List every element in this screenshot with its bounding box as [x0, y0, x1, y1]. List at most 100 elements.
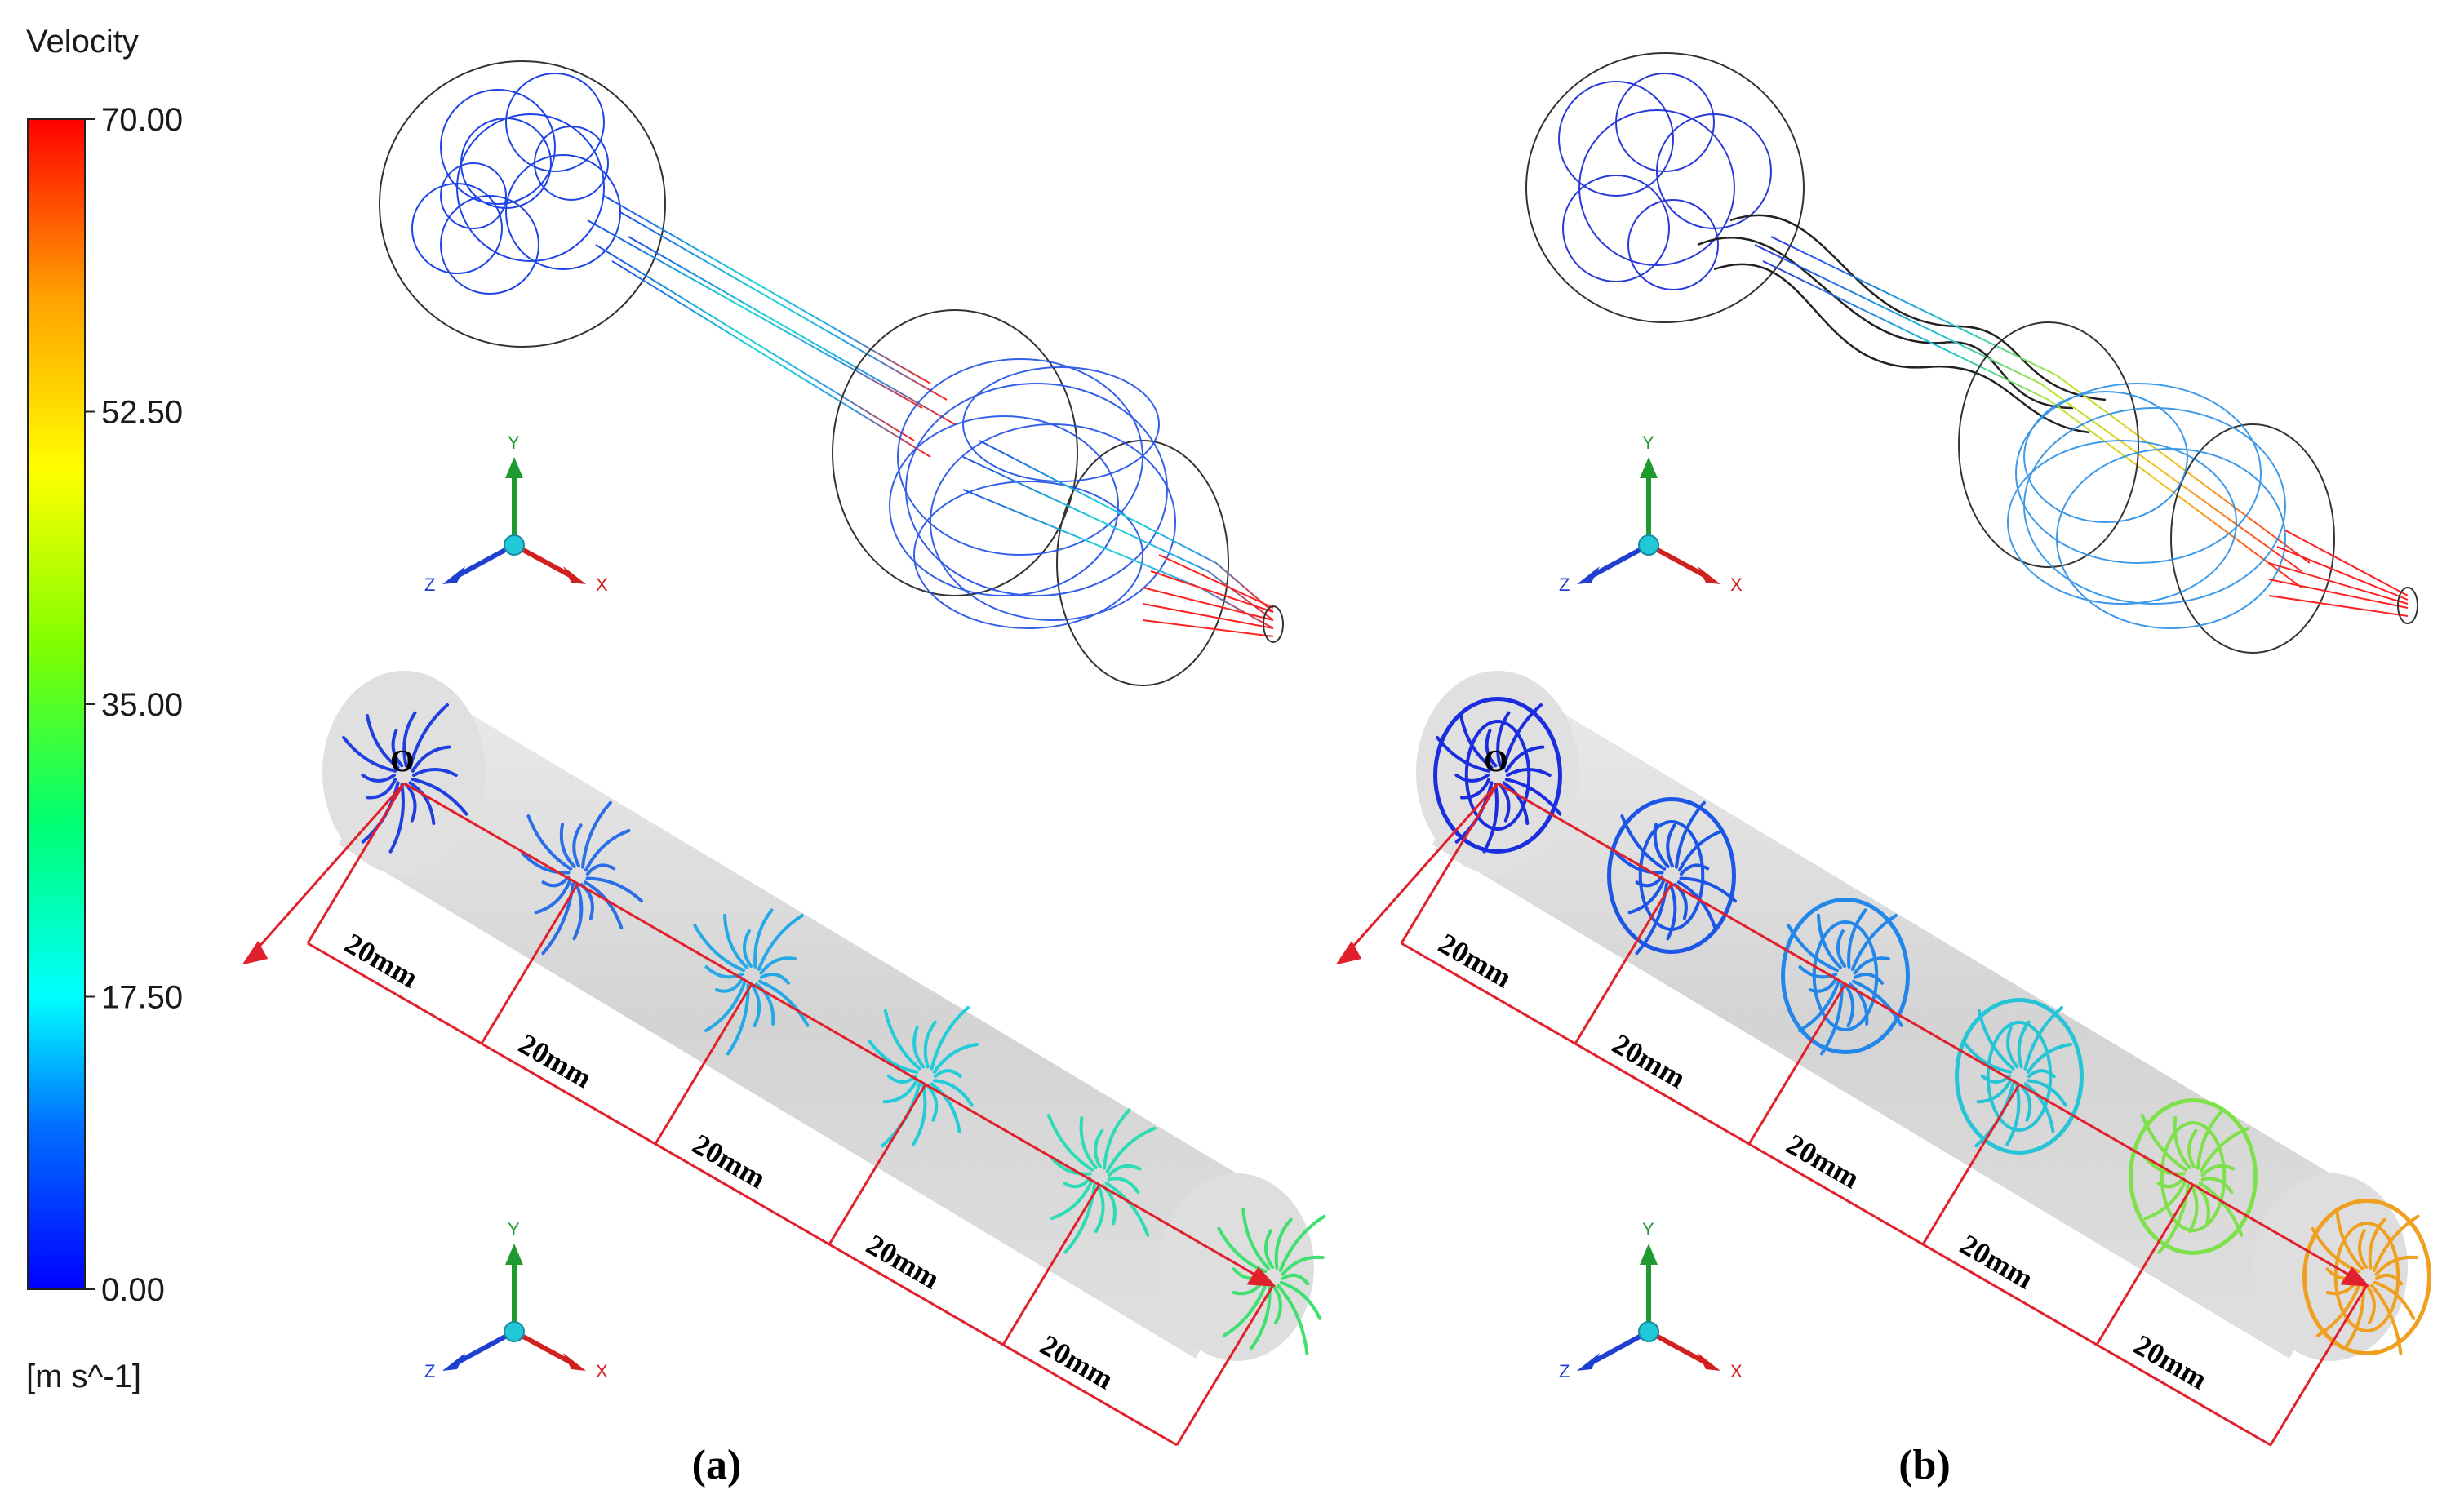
y-axis-arrowhead — [505, 457, 523, 478]
slice-streamline — [2026, 1042, 2073, 1074]
z-axis-arrowhead — [442, 566, 465, 584]
triad-origin — [504, 534, 525, 556]
slice-streamline — [1482, 783, 1498, 854]
axis-arrowhead — [1246, 1266, 1276, 1287]
x-axis-label: X — [1730, 1361, 1743, 1381]
colorbar-tick-label: 0.00 — [101, 1272, 165, 1308]
colorbar-tick-label: 52.50 — [101, 395, 183, 431]
panel-a-outlet-chamber — [832, 309, 1078, 596]
slice-streamline — [572, 883, 584, 941]
triad-origin — [504, 1321, 525, 1342]
slice-streamline — [1977, 1009, 2015, 1071]
dimension-tick — [2269, 1284, 2369, 1446]
slice-outline — [1781, 898, 1910, 1054]
panel-a-tube-streamlines — [587, 195, 956, 458]
slice-streamline — [1276, 1284, 1309, 1355]
z-axis-arrowhead — [1577, 1353, 1600, 1371]
z-axis-arrow — [1590, 1329, 1650, 1365]
slice-streamline — [1222, 1282, 1268, 1337]
slice-streamline — [2200, 1177, 2234, 1195]
slice-streamline — [2358, 1229, 2369, 1270]
panel-b-outlet-chamber-end — [2170, 423, 2335, 654]
panel-b-tube-streamlines — [1754, 236, 2311, 588]
slice-streamline — [932, 1042, 979, 1074]
slice-streamline — [1808, 977, 1838, 993]
slice-outline — [2129, 1098, 2258, 1255]
slice-streamline — [402, 711, 417, 768]
slice-streamline — [1050, 1180, 1094, 1221]
panel-a-inlet-swirls — [411, 73, 621, 295]
y-axis-arrowhead — [1640, 457, 1658, 478]
slice-streamline — [1817, 913, 1843, 969]
triad-origin — [1638, 534, 1659, 556]
slice-outline — [2302, 1199, 2431, 1355]
panel-a-outlet-chamber-end — [1056, 440, 1229, 686]
slice-streamline — [1485, 729, 1498, 768]
dimension-tick — [1175, 1284, 1275, 1446]
slice-streamline — [585, 863, 616, 876]
slice-streamline — [1850, 914, 1898, 971]
slice-streamline — [759, 972, 790, 985]
panel-b-cylinder-end-cap — [2253, 1173, 2408, 1361]
slice-streamline — [541, 875, 571, 888]
slice-streamline — [1679, 863, 1710, 876]
segment-length-label: 20mm — [1781, 1128, 1865, 1195]
slice-streamline — [2369, 1284, 2403, 1355]
slice-streamline — [1105, 1126, 1157, 1173]
slice-streamline — [883, 1009, 921, 1071]
slice-streamline — [1819, 983, 1844, 1056]
slice-streamline — [1666, 823, 1676, 868]
slice-streamline — [934, 1069, 962, 1079]
slice-streamline — [1274, 1217, 1293, 1270]
slice-streamline — [2374, 1255, 2418, 1276]
dimension-tick — [480, 883, 579, 1044]
slice-streamline — [1506, 768, 1552, 777]
slice-streamline — [726, 983, 750, 1056]
slice-streamline — [723, 913, 749, 969]
panel-a-origin-label: O — [390, 744, 415, 778]
segment-length-label: 20mm — [340, 927, 424, 995]
slice-streamline — [412, 768, 458, 777]
z-axis-arrow — [1590, 543, 1650, 579]
axis-centerline — [1497, 782, 2368, 1287]
dimension-tick — [306, 783, 406, 944]
slice-streamline — [1848, 982, 1869, 1026]
slice-streamline — [411, 778, 468, 816]
slice-streamline — [2005, 1084, 2021, 1146]
slice-streamline — [1504, 778, 1562, 816]
panel-b-cylinder-start-cap — [1416, 671, 1579, 875]
slice-streamline — [2173, 1116, 2191, 1169]
x-axis-arrow — [1647, 543, 1707, 579]
slice-streamline — [2368, 1217, 2386, 1270]
panel-a-cylinder-start-cap — [322, 671, 486, 875]
colorbar-tick-label: 17.50 — [101, 980, 183, 1016]
colorbar-tick-label: 35.00 — [101, 687, 183, 723]
slice-streamline — [534, 879, 572, 915]
cross-section-slice — [693, 908, 810, 1056]
dimension-tick — [828, 1084, 927, 1245]
panel-a-slices — [342, 703, 1326, 1355]
slice-streamline — [1961, 1039, 2013, 1074]
slice-streamline — [2023, 1006, 2063, 1071]
panel-b-origin-label: O — [1484, 744, 1508, 778]
slice-streamline — [2027, 1069, 2056, 1079]
x-axis-arrow — [513, 543, 573, 579]
slice-streamline — [693, 924, 746, 973]
slice-streamline — [1653, 823, 1670, 868]
cross-section-slice — [2129, 1098, 2258, 1255]
slice-streamline — [2156, 1176, 2186, 1189]
dimension-tick — [654, 983, 753, 1145]
slice-streamline — [2372, 1214, 2420, 1272]
legend-unit: [m s^-1] — [26, 1359, 141, 1394]
slice-streamline — [1079, 1116, 1098, 1169]
slice-streamline — [1844, 983, 1855, 1028]
x-axis-arrow — [513, 1329, 573, 1365]
slice-streamline — [1627, 879, 1666, 915]
slice-streamline — [930, 1006, 970, 1071]
dimension-tick — [1574, 883, 1673, 1044]
slice-streamline — [1454, 774, 1490, 783]
slice-streamline — [743, 929, 753, 969]
